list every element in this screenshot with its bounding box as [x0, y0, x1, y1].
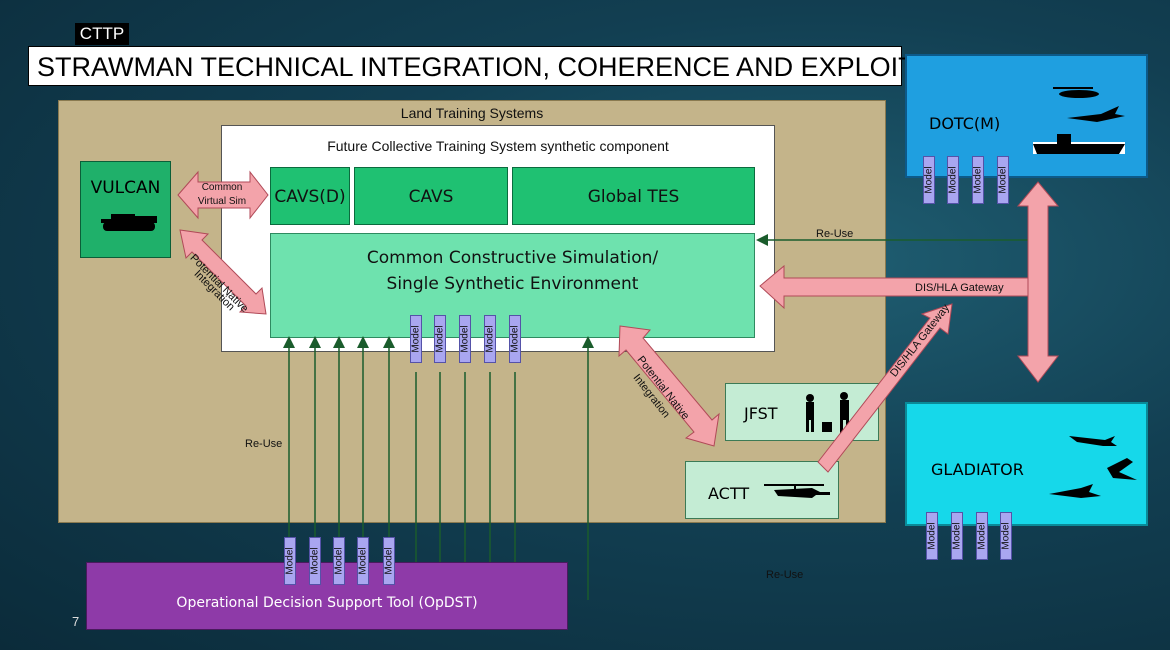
- dotc-gladiator-arrow: [1016, 181, 1060, 383]
- slide-title: STRAWMAN TECHNICAL INTEGRATION, COHERENC…: [28, 46, 993, 86]
- common-virtual-sim-arrow: [177, 170, 269, 220]
- opdst-box[interactable]: Operational Decision Support Tool (OpDST…: [86, 562, 568, 630]
- page-number: 7: [72, 614, 80, 629]
- global-tes-box[interactable]: Global TES: [512, 167, 755, 225]
- gladiator-label: GLADIATOR: [931, 460, 1024, 479]
- model-box[interactable]: Model: [923, 156, 935, 204]
- potential-native-arrow-left: [179, 229, 267, 315]
- actt-box[interactable]: ACTT: [685, 461, 839, 519]
- actt-label: ACTT: [708, 484, 750, 503]
- tank-icon: [101, 214, 157, 231]
- land-training-systems-label: Land Training Systems: [400, 105, 544, 121]
- potential-native-arrow-right: [618, 325, 720, 447]
- vulcan-label: VULCAN: [90, 178, 161, 198]
- dotc-box[interactable]: DOTC(M): [905, 54, 1148, 178]
- model-box[interactable]: Model: [410, 315, 422, 363]
- model-box[interactable]: Model: [972, 156, 984, 204]
- model-box[interactable]: Model: [357, 537, 369, 585]
- model-box[interactable]: Model: [997, 156, 1009, 204]
- model-box[interactable]: Model: [1000, 512, 1012, 560]
- model-box[interactable]: Model: [976, 512, 988, 560]
- ccs-line-2: Single Synthetic Environment: [386, 274, 639, 294]
- dis-hla-gateway-label: DIS/HLA Gateway: [915, 282, 1004, 294]
- cavsd-box[interactable]: CAVS(D): [270, 167, 350, 225]
- model-box[interactable]: Model: [309, 537, 321, 585]
- model-box[interactable]: Model: [951, 512, 963, 560]
- cttp-tag: CTTP: [75, 23, 129, 45]
- re-use-label-top: Re-Use: [816, 228, 854, 240]
- helicopter-jet-ship-icon: [1033, 87, 1125, 154]
- future-collective-training-label: Future Collective Training System synthe…: [327, 138, 669, 154]
- model-box[interactable]: Model: [383, 537, 395, 585]
- model-box[interactable]: Model: [509, 315, 521, 363]
- re-use-label-bottom: Re-Use: [766, 569, 804, 581]
- cavs-box[interactable]: CAVS: [354, 167, 508, 225]
- fighter-jets-icon: [1049, 436, 1137, 498]
- ccs-line-1: Common Constructive Simulation/: [366, 248, 659, 268]
- common-virtual-sim-label-1: Common: [201, 182, 243, 193]
- dotc-label: DOTC(M): [929, 114, 1001, 133]
- vulcan-box[interactable]: VULCAN: [80, 161, 171, 258]
- model-box[interactable]: Model: [484, 315, 496, 363]
- attack-helicopter-icon: [764, 484, 830, 498]
- model-box[interactable]: Model: [947, 156, 959, 204]
- re-use-label-left: Re-Use: [245, 438, 283, 450]
- common-virtual-sim-label-2: Virtual Sim: [197, 196, 247, 207]
- model-box[interactable]: Model: [459, 315, 471, 363]
- model-box[interactable]: Model: [333, 537, 345, 585]
- opdst-label: Operational Decision Support Tool (OpDST…: [176, 595, 478, 611]
- actt-gateway-arrow: [817, 303, 953, 473]
- model-box[interactable]: Model: [284, 537, 296, 585]
- jfst-label: JFST: [744, 404, 778, 423]
- gladiator-box[interactable]: GLADIATOR: [905, 402, 1148, 526]
- model-box[interactable]: Model: [434, 315, 446, 363]
- model-box[interactable]: Model: [926, 512, 938, 560]
